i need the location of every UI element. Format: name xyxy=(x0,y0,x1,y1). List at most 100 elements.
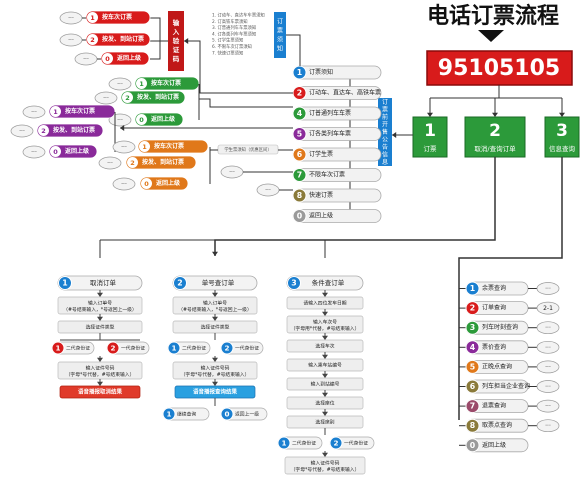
number-badge-text: 1 xyxy=(62,279,67,288)
submenu-badge-text: 0 xyxy=(53,148,58,156)
ellipsis-bubble-text: ··· xyxy=(117,81,123,88)
arrow-head xyxy=(322,335,328,340)
arrow-head xyxy=(559,112,565,117)
submenu-badge-text: 1 xyxy=(142,143,147,151)
arrow-head xyxy=(212,292,218,297)
ellipsis-bubble xyxy=(94,91,118,105)
ellipsis-bubble-text: ··· xyxy=(265,187,271,194)
choice-pill-label: 一代身份证 xyxy=(235,345,259,352)
arrow-head xyxy=(322,354,328,359)
submenu-badge xyxy=(102,53,113,64)
ellipsis-bubble xyxy=(536,360,560,374)
ellipsis-bubble xyxy=(108,77,132,91)
submenu-pill-label: 按发、到站订票 xyxy=(142,158,184,166)
main-option-number: 1 xyxy=(424,121,436,141)
submenu-pill xyxy=(125,155,197,170)
step-box-text: 语音播报查询结果 xyxy=(193,388,238,396)
step-box-text: 输入证件号码（字母*号代替，#号结束输入） xyxy=(66,364,135,378)
menu-pill-label: 订票须知 xyxy=(309,68,333,76)
choice-pill-label: 二代身份证 xyxy=(292,440,316,447)
number-badge-text: 6 xyxy=(297,150,302,159)
notice-list-item: 2. 订高铁车票须知 xyxy=(212,18,248,25)
number-badge-text: 1 xyxy=(171,344,176,353)
choice-pill-label: 一代身份证 xyxy=(344,440,368,447)
connector-line xyxy=(286,34,301,66)
ellipsis-bubble-text: ··· xyxy=(545,384,551,391)
submenu-badge xyxy=(38,125,49,136)
notice-list-item: 7. 快速订票须知 xyxy=(212,49,243,56)
menu-pill-label: 返回上级 xyxy=(482,441,506,449)
connector-line xyxy=(458,157,563,420)
number-badge xyxy=(292,188,307,203)
ellipsis-bubble xyxy=(22,105,46,119)
ellipsis-bubble-text: ··· xyxy=(121,144,127,151)
number-badge-text: 8 xyxy=(297,191,302,200)
hotline-number: 95105105 xyxy=(438,56,560,81)
number-badge-text: 0 xyxy=(297,212,303,221)
number-badge-text: 0 xyxy=(470,441,476,450)
number-badge xyxy=(173,276,187,290)
connector-line xyxy=(199,98,293,108)
submenu-pill-label: 返回上级 xyxy=(156,179,180,187)
number-badge xyxy=(51,341,65,355)
step-box-text: 输入证件号码（字母*号代替，#号结束输入） xyxy=(291,459,360,473)
number-badge-text: 7 xyxy=(470,402,475,411)
arrow-head xyxy=(427,112,433,117)
student-note-text: 学生票须知（优惠区间） xyxy=(224,146,271,153)
number-badge xyxy=(465,281,480,296)
arrow-head xyxy=(212,357,218,362)
step-box-text: 选择车次 xyxy=(315,343,334,350)
number-badge xyxy=(465,418,480,433)
number-badge xyxy=(465,379,480,394)
ellipsis-bubble-text: ··· xyxy=(83,56,89,63)
number-badge-text: 5 xyxy=(297,130,302,139)
notice-list-item: 1. 订动车、直达车车票须知 xyxy=(212,12,265,19)
menu-pill-label: 余票查询 xyxy=(482,284,506,292)
submenu-badge-text: 1 xyxy=(139,80,144,88)
ellipsis-bubble-text: ··· xyxy=(117,117,123,124)
submenu-badge xyxy=(50,146,61,157)
menu-pill-label: 订动车、直达车、高铁车票 xyxy=(309,89,381,97)
submenu-badge-text: 0 xyxy=(139,116,144,124)
connector-line xyxy=(184,40,293,94)
column-header-text: 取消订单 xyxy=(90,278,117,287)
submenu-pill xyxy=(48,144,98,159)
title-arrow xyxy=(478,30,504,42)
number-badge xyxy=(292,106,307,121)
main-option-box xyxy=(544,116,580,158)
submenu-badge xyxy=(50,106,61,117)
main-option-box xyxy=(412,116,448,158)
notice-list-item: 4. 订各类列车车票须知 xyxy=(212,30,256,37)
number-badge xyxy=(220,407,234,421)
number-badge xyxy=(465,359,480,374)
number-badge-text: 4 xyxy=(470,343,476,352)
number-badge xyxy=(277,436,291,450)
choice-pill-label: 继续查询 xyxy=(177,411,196,418)
submenu-pill-label: 按车次订票 xyxy=(151,79,181,87)
connector-line xyxy=(214,157,496,256)
menu-pill-label: 退票查询 xyxy=(482,402,506,410)
ellipsis-bubble xyxy=(536,380,560,393)
menu-pill-label: 订学生票 xyxy=(309,150,333,158)
arrow-head xyxy=(97,357,103,362)
auth-box xyxy=(168,11,184,71)
number-badge xyxy=(465,340,480,355)
ellipsis-bubble xyxy=(536,419,560,433)
submenu-badge xyxy=(136,114,147,125)
step-box-text: 输入订单号（#号结束输入，*号返回上一级） xyxy=(63,299,137,313)
arrow-head xyxy=(97,316,103,321)
submenu-pill xyxy=(137,139,209,154)
ellipsis-bubble xyxy=(536,301,560,315)
step-box-text: 选择证件类型 xyxy=(86,324,115,331)
notice-list-header: 订票须知 xyxy=(277,18,283,52)
number-badge-text: 7 xyxy=(297,171,302,180)
menu-pill-label: 正晚点查询 xyxy=(482,362,512,370)
arrow-head xyxy=(184,38,189,44)
arrow-head xyxy=(322,452,328,457)
step-box-text: 选择证件类型 xyxy=(201,324,230,331)
submenu-pill xyxy=(134,76,200,91)
number-badge-text: 1 xyxy=(470,284,475,293)
step-box-text: 输入乘车站编号 xyxy=(308,362,342,369)
menu-pill-label: 订普通列车车票 xyxy=(309,109,351,117)
ellipsis-bubble xyxy=(10,124,34,138)
